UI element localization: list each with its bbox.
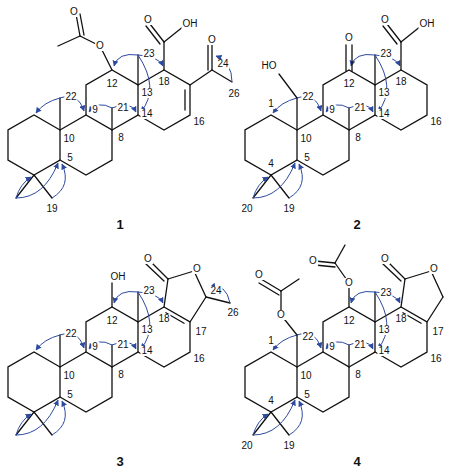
atom-label: 13: [140, 325, 153, 335]
atom-label: 5: [66, 153, 74, 163]
atom-label: 14: [377, 109, 390, 119]
atom-label: 16: [192, 354, 205, 364]
compound-3: [8, 261, 230, 435]
atom-label: 9: [91, 342, 99, 352]
compound-2: [245, 24, 427, 198]
atom-label: 22: [301, 332, 314, 342]
atom-label: 12: [105, 316, 118, 326]
atom-label: 17: [431, 327, 444, 337]
atom-label: 5: [303, 153, 311, 163]
atom-label: 20: [240, 441, 253, 451]
atom-label: 19: [282, 204, 295, 214]
atom-label: 8: [117, 370, 125, 380]
atom-label: 18: [394, 77, 407, 87]
compound-number: 2: [352, 218, 361, 231]
atom-label: 10: [299, 134, 312, 144]
atom-label: 18: [157, 77, 170, 87]
atom-label: 24: [209, 286, 222, 296]
atom-label: 13: [377, 88, 390, 98]
compound-number: 1: [115, 218, 124, 231]
atom-label: O: [429, 264, 439, 274]
atom-label: O: [143, 15, 153, 25]
atom-label: O: [276, 310, 286, 320]
atom-label: 16: [429, 354, 442, 364]
atom-label: O: [380, 254, 390, 264]
atom-label: 16: [429, 117, 442, 127]
atom-label: O: [192, 264, 202, 274]
atom-label: 12: [342, 316, 355, 326]
atom-label: 9: [91, 105, 99, 115]
atom-label: O: [143, 254, 153, 264]
atom-label: 19: [282, 441, 295, 451]
atom-label: O: [95, 41, 105, 51]
atom-label: O: [254, 270, 264, 280]
atom-label: 4: [267, 396, 275, 406]
atom-label: 9: [328, 105, 336, 115]
compound-number: 4: [352, 455, 361, 468]
atom-label: 22: [64, 329, 77, 339]
atom-label: 4: [267, 159, 275, 169]
atom-label: 14: [377, 346, 390, 356]
atom-label: 9: [328, 342, 336, 352]
atom-label: O: [308, 256, 318, 266]
atom-label: O: [344, 33, 354, 43]
atom-label: 5: [303, 390, 311, 400]
atom-label: 8: [117, 133, 125, 143]
atom-label: O: [207, 35, 217, 45]
atom-label: 21: [116, 103, 129, 113]
atom-label: 18: [394, 314, 407, 324]
atom-label: OH: [110, 272, 127, 282]
atom-label: 21: [353, 340, 366, 350]
atom-label: O: [344, 278, 354, 288]
atom-label: 14: [140, 109, 153, 119]
compound-1: [8, 14, 232, 198]
atom-label: 10: [62, 134, 75, 144]
atom-label: 23: [379, 49, 392, 59]
atom-label: 8: [354, 370, 362, 380]
atom-label: 22: [301, 92, 314, 102]
atom-label: 22: [64, 92, 77, 102]
atom-label: OH: [419, 19, 436, 29]
atom-label: 1: [267, 99, 275, 109]
atom-label: 26: [226, 308, 239, 318]
atom-label: 14: [140, 346, 153, 356]
atom-label: 26: [227, 89, 240, 99]
atom-label: 18: [157, 314, 170, 324]
atom-label: 19: [45, 204, 58, 214]
atom-label: 24: [216, 59, 229, 69]
atom-label: 23: [142, 49, 155, 59]
compound-4: [245, 245, 443, 435]
atom-label: O: [69, 7, 79, 17]
atom-label: HO: [261, 61, 278, 71]
compound-number: 3: [115, 455, 124, 468]
atom-label: 12: [105, 79, 118, 89]
atom-label: 17: [194, 327, 207, 337]
atom-label: 13: [140, 88, 153, 98]
atom-label: 10: [62, 371, 75, 381]
atom-label: 1: [267, 336, 275, 346]
atom-label: O: [380, 15, 390, 25]
atom-label: 23: [142, 286, 155, 296]
atom-label: 12: [342, 79, 355, 89]
atom-label: OH: [182, 19, 199, 29]
atom-label: 21: [116, 340, 129, 350]
atom-label: 23: [379, 288, 392, 298]
atom-label: 16: [192, 117, 205, 127]
atom-label: 21: [353, 103, 366, 113]
atom-label: 10: [299, 371, 312, 381]
atom-label: 8: [354, 133, 362, 143]
atom-label: 20: [240, 204, 253, 214]
atom-label: 5: [66, 390, 74, 400]
atom-label: 13: [377, 325, 390, 335]
